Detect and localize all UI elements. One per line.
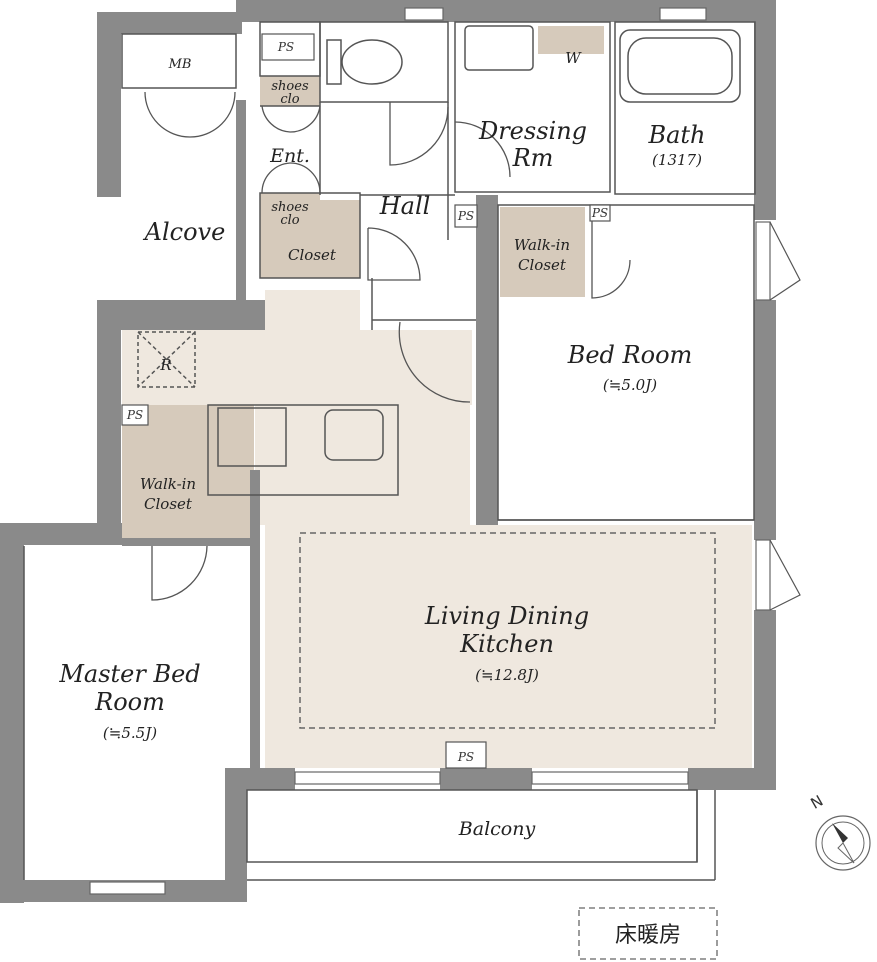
- room-labels: PS PS PS PS PS MB Alcove shoes clo Ent. …: [58, 40, 705, 840]
- walkin-closet-bed-label-1: Walk-in: [514, 236, 570, 254]
- refrigerator-label: R: [159, 356, 171, 374]
- dressing-room-label-2: Rm: [512, 144, 554, 172]
- windows: [89, 7, 771, 895]
- ps-label-4: PS: [591, 206, 608, 220]
- ps-label-1: PS: [277, 40, 294, 54]
- compass-north-label: N: [808, 792, 827, 813]
- ps-label-2: PS: [126, 408, 143, 422]
- balcony-label: Balcony: [458, 818, 536, 840]
- washer-label: W: [565, 49, 582, 67]
- walkin-bed-fill: [500, 207, 585, 297]
- bath-label: Bath: [647, 121, 705, 149]
- compass-ring-outer: [815, 815, 871, 871]
- walls: [0, 0, 776, 903]
- partitions: [23, 21, 756, 881]
- closet-fill: [260, 200, 360, 278]
- ps-label-3: PS: [457, 209, 474, 223]
- ldk-size-label: (≒12.8J): [475, 666, 539, 684]
- dressing-room-label-1: Dressing: [478, 117, 587, 145]
- shoes-closet-top-label-2: clo: [280, 92, 299, 107]
- ps-boxes: [121, 33, 611, 769]
- walkin-closet-master-label-2: Closet: [144, 495, 193, 513]
- ldk-label-2: Kitchen: [459, 630, 554, 658]
- hall-label: Hall: [379, 192, 431, 220]
- walkin-closet-bed-label-2: Closet: [518, 256, 567, 274]
- ps-label-5: PS: [457, 750, 474, 764]
- door-swings: [144, 91, 631, 601]
- master-bed-room-size-label: (≒5.5J): [103, 724, 157, 742]
- compass-needle-south: [837, 842, 855, 864]
- bed-room-label: Bed Room: [567, 341, 693, 369]
- mb-label: MB: [168, 57, 192, 72]
- ldk-label-1: Living Dining: [424, 602, 589, 630]
- entrance-label: Ent.: [269, 145, 310, 167]
- shoes-closet-top-fill: [260, 76, 320, 106]
- shoes-closet-bottom-label-1: shoes: [271, 200, 309, 215]
- shoes-closet-top-label-1: shoes: [271, 79, 309, 94]
- kitchen-floor: [122, 330, 472, 405]
- master-bed-room-label-1: Master Bed: [58, 660, 200, 688]
- floor-heating-legend: 床暖房: [578, 907, 718, 960]
- compass: N: [808, 792, 871, 871]
- master-bed-room-label-2: Room: [94, 688, 165, 716]
- bath-size-label: (1317): [652, 151, 702, 169]
- closet-label: Closet: [288, 246, 337, 264]
- kitchen-side-floor: [255, 405, 465, 525]
- compass-needle-north: [832, 823, 848, 843]
- walkin-closet-master-label-1: Walk-in: [140, 475, 196, 493]
- shoes-closet-bottom-label-2: clo: [280, 213, 299, 228]
- alcove-label: Alcove: [143, 218, 226, 246]
- bed-room-size-label: (≒5.0J): [603, 376, 657, 394]
- floor-heating-legend-box: [578, 907, 718, 960]
- compass-ring-inner: [821, 821, 865, 865]
- window-swings: [769, 221, 801, 611]
- walkin-master-fill: [122, 405, 254, 538]
- washer-fill: [538, 26, 604, 54]
- floor-heating-legend-label: 床暖房: [615, 923, 681, 948]
- floor-fills: [122, 26, 752, 768]
